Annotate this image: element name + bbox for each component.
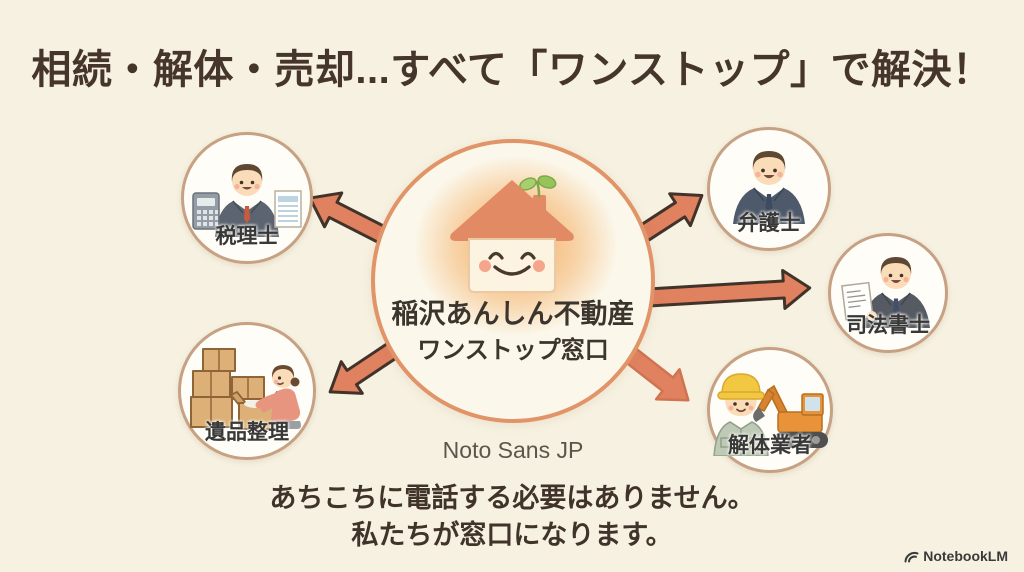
- woman-figure: [255, 365, 301, 429]
- calculator-icon: [192, 192, 220, 230]
- worker-figure: [713, 373, 769, 456]
- tax-accountant-icon: [192, 164, 302, 237]
- house-body: [468, 238, 556, 293]
- excavator-icon: [753, 384, 828, 448]
- node-label-lawyer: 弁護士: [737, 212, 801, 235]
- cheek-right: [533, 260, 545, 272]
- cheek-left: [479, 260, 491, 272]
- footer-line-2: 私たちが窓口になります。: [351, 520, 673, 550]
- node-judicial-scrivener: 司法書士: [828, 233, 948, 353]
- node-tax-accountant: 税理士: [181, 132, 313, 264]
- hand: [867, 311, 877, 321]
- node-demolition-contractor: 解体業者: [707, 347, 833, 473]
- arrow-to-judicial-scrivener: [637, 268, 812, 310]
- notebooklm-watermark: NotebookLM: [904, 548, 1008, 564]
- house-roof: [450, 180, 574, 241]
- center-company-name: 稲沢あんしん不動産: [391, 299, 635, 329]
- font-name-caption: Noto Sans JP: [442, 437, 584, 463]
- node-label-demolition-contractor: 解体業者: [728, 434, 812, 457]
- footer-line-1: あちこちに電話する必要はありません。: [269, 483, 755, 513]
- node-label-estate-cleanup: 遺品整理: [205, 421, 289, 444]
- notebooklm-label: NotebookLM: [923, 548, 1008, 564]
- node-label-judicial-scrivener: 司法書士: [846, 314, 930, 337]
- judicial-scrivener-icon: [841, 257, 930, 328]
- tax-form-icon: [274, 190, 302, 228]
- document-icon: [841, 281, 874, 321]
- node-label-tax-accountant: 税理士: [215, 225, 279, 248]
- house-face: [488, 251, 536, 276]
- smiling-house-icon: [450, 175, 574, 293]
- estate-cleanup-icon: [190, 348, 301, 430]
- node-lawyer: 弁護士: [707, 127, 831, 251]
- center-hub: 稲沢あんしん不動産 ワンストップ窓口: [371, 139, 655, 423]
- page-title: 相続・解体・売却...すべて「ワンストップ」で解決！: [31, 48, 993, 92]
- node-estate-cleanup: 遺品整理: [178, 322, 316, 460]
- demolition-contractor-icon: [713, 373, 828, 456]
- center-service-name: ワンストップ窓口: [417, 337, 609, 364]
- notebooklm-logo-icon: [904, 551, 919, 562]
- lawyer-icon: [733, 151, 805, 224]
